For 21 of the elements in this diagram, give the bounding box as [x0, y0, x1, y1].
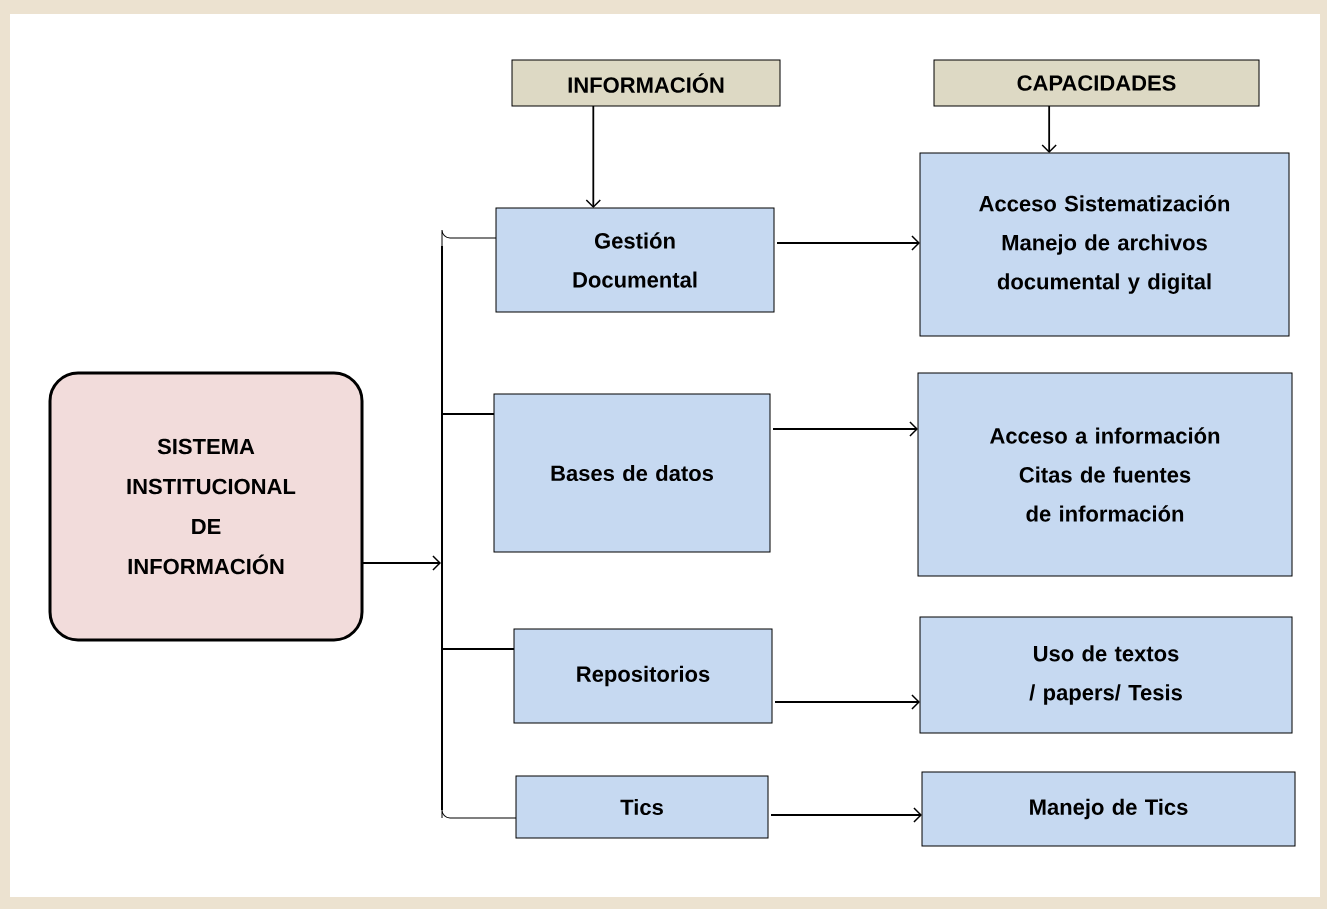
bracket-line — [441, 245, 517, 819]
arrow — [1041, 105, 1057, 153]
process-box: Bases de datos — [493, 393, 771, 553]
process-box: Tics — [515, 775, 769, 839]
arrow — [772, 421, 918, 437]
arrow — [774, 694, 920, 710]
header-box: INFORMACIÓN — [511, 59, 781, 107]
connector-line — [442, 413, 495, 415]
process-box: Acceso a información Citas de fuentes de información — [917, 372, 1293, 577]
process-box: Acceso Sistematización Manejo de archivos documental y digital — [919, 152, 1290, 337]
header-box: CAPACIDADES — [933, 59, 1260, 107]
connector-line — [442, 648, 515, 650]
process-box: Uso de textos / papers/ Tesis — [919, 616, 1293, 734]
process-box: Manejo de Tics — [921, 771, 1296, 847]
rounded-box: SISTEMA INSTITUCIONAL DE INFORMACIÓN — [48, 371, 364, 642]
process-box: Repositorios — [513, 628, 773, 724]
arrow — [585, 105, 602, 208]
process-box: Gestión Documental — [495, 207, 775, 313]
arrow — [361, 555, 441, 571]
arrow — [776, 235, 920, 251]
arrow — [770, 807, 922, 823]
